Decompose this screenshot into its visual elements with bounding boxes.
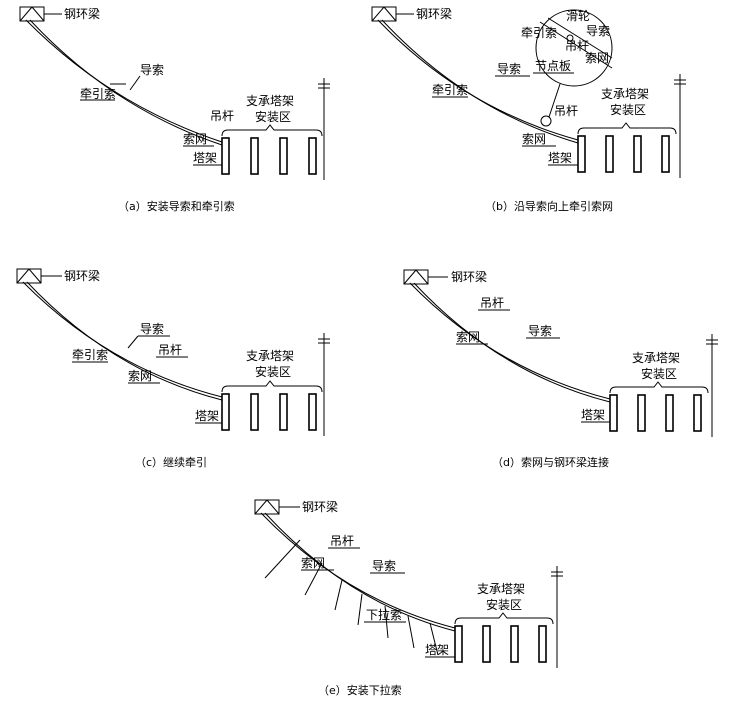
label-cable-net: 索网 xyxy=(183,132,207,146)
label-tower-frame: 塔架 xyxy=(195,409,219,423)
label-cable-net: 索网 xyxy=(128,369,152,383)
label-steel-ring-beam: 钢环梁 xyxy=(302,499,338,514)
label-cable-net: 索网 xyxy=(522,132,546,146)
guide-cable xyxy=(260,512,456,629)
label-guide-cable: 导索 xyxy=(497,62,521,76)
tower-frames xyxy=(577,135,670,173)
guide-cable xyxy=(25,19,223,143)
label-guide-cable: 导索 xyxy=(140,322,164,336)
label-tower-frame: 塔架 xyxy=(193,151,217,165)
panel-b: 钢环梁 导索 牵引索 滑轮 牵引索 导索 吊杆 索网 节点板 吊杆 索网 塔架 … xyxy=(371,6,686,213)
tie-down-cables xyxy=(264,539,439,656)
label-support-zone-1: 支承塔架 xyxy=(601,87,649,101)
label-guide-cable: 导索 xyxy=(140,63,164,77)
detail-cable xyxy=(547,17,613,59)
label-steel-ring-beam: 钢环梁 xyxy=(64,268,100,283)
cable-net xyxy=(413,282,611,403)
steel-ring-beam xyxy=(19,6,62,22)
label-support-zone-1: 支承塔架 xyxy=(246,94,294,108)
label-pulley: 滑轮 xyxy=(566,9,590,23)
label-tower-frame: 塔架 xyxy=(548,151,572,165)
pulley-icon xyxy=(566,34,574,42)
steel-ring-beam xyxy=(403,269,448,285)
label-hanger-detail: 吊杆 xyxy=(565,39,589,53)
tower-frames xyxy=(221,393,317,431)
detail-cable xyxy=(539,21,613,69)
leader-line xyxy=(127,335,139,349)
support-zone-brace xyxy=(577,122,677,135)
caption-c: （c）继续牵引 xyxy=(135,455,207,469)
traction-cable xyxy=(29,19,223,146)
label-tower-frame: 塔架 xyxy=(425,643,449,657)
label-traction-cable: 牵引索 xyxy=(432,83,468,97)
tower-frames xyxy=(221,137,317,175)
label-cable-net: 索网 xyxy=(301,556,325,570)
support-zone-brace xyxy=(221,124,323,137)
label-traction-cable: 牵引索 xyxy=(80,87,116,101)
pulley-marker xyxy=(540,115,552,127)
tower-frames xyxy=(609,394,702,432)
label-support-zone-2: 安装区 xyxy=(610,102,646,117)
support-zone-brace xyxy=(454,612,554,625)
label-tie-down-cable: 下拉索 xyxy=(366,607,402,622)
label-hanger: 吊杆 xyxy=(210,109,234,123)
panel-d: 钢环梁 吊杆 索网 导索 塔架 支承塔架 安装区 （d）索网与钢环梁连接 xyxy=(403,269,718,469)
support-zone-brace xyxy=(609,381,709,394)
label-support-zone-1: 支承塔架 xyxy=(477,582,525,596)
support-zone-brace xyxy=(221,380,323,393)
caption-b: （b）沿导索向上牵引索网 xyxy=(485,199,613,213)
tower-frames xyxy=(454,625,547,663)
label-support-zone-1: 支承塔架 xyxy=(632,351,680,365)
cable-net xyxy=(264,512,456,632)
label-guide-cable-detail: 导索 xyxy=(586,24,610,38)
steel-ring-beam xyxy=(371,6,414,22)
label-hanger: 吊杆 xyxy=(554,104,578,118)
label-hanger: 吊杆 xyxy=(480,296,504,310)
steel-ring-beam xyxy=(16,268,62,284)
label-support-zone-2: 安装区 xyxy=(486,597,522,612)
label-tower-frame: 塔架 xyxy=(581,408,605,422)
traction-cable xyxy=(381,19,579,144)
label-support-zone-2: 安装区 xyxy=(255,109,291,124)
label-support-zone-2: 安装区 xyxy=(641,366,677,381)
label-support-zone-1: 支承塔架 xyxy=(246,349,294,363)
caption-a: （a）安装导索和牵引索 xyxy=(118,199,235,213)
label-node-plate: 节点板 xyxy=(535,59,571,73)
caption-e: （e）安装下拉索 xyxy=(318,683,402,697)
label-hanger: 吊杆 xyxy=(330,534,354,548)
traction-cable xyxy=(26,281,223,401)
label-steel-ring-beam: 钢环梁 xyxy=(64,6,100,21)
panel-e: 钢环梁 吊杆 索网 导索 下拉索 塔架 支承塔架 安装区 xyxy=(254,499,563,697)
label-support-zone-2: 安装区 xyxy=(255,364,291,379)
leader-line xyxy=(129,75,141,91)
guide-cable xyxy=(22,281,223,398)
guide-cable xyxy=(409,282,611,400)
caption-d: （d）索网与钢环梁连接 xyxy=(492,455,609,469)
label-cable-net: 索网 xyxy=(456,330,480,344)
panel-a: 钢环梁 导索 牵引索 吊杆 索网 塔架 支承塔架 安装区 （a）安装导索和牵引索 xyxy=(19,6,330,213)
panel-c: 钢环梁 导索 牵引索 吊杆 索网 塔架 支承塔架 安装区 （c）继续牵引 xyxy=(16,268,330,469)
label-traction-cable-detail: 牵引索 xyxy=(521,26,557,40)
label-traction-cable: 牵引索 xyxy=(72,348,108,362)
steel-ring-beam xyxy=(254,499,300,515)
label-cable-net-detail: 索网 xyxy=(585,51,609,65)
label-hanger: 吊杆 xyxy=(158,343,182,357)
label-steel-ring-beam: 钢环梁 xyxy=(451,269,487,284)
label-guide-cable: 导索 xyxy=(528,324,552,338)
label-guide-cable: 导索 xyxy=(372,559,396,573)
label-steel-ring-beam: 钢环梁 xyxy=(416,6,452,21)
detail-leader xyxy=(548,83,561,118)
detail-circle xyxy=(535,9,613,87)
